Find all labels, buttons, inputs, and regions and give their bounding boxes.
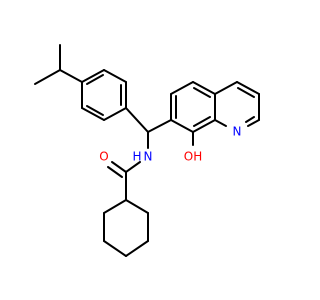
bond-phenyl-1 [81, 69, 105, 83]
bond-cyclohexyl-1 [125, 199, 149, 214]
bonds [34, 44, 260, 257]
amide-nitrogen-label: N [144, 150, 153, 164]
atom-labels: OH N N H O [99, 125, 241, 164]
bond-cyclohexyl-6 [103, 199, 127, 214]
bond-isopropyl-methyl-left [34, 69, 61, 85]
bond-cyclohexyl-4 [103, 240, 127, 257]
bond-phenyl-1-inner [86, 74, 104, 85]
amide-hydrogen-label: H [132, 150, 141, 164]
molecule-diagram: OH N N H O [34, 44, 260, 257]
bond-pyridine-d-inner [245, 116, 255, 123]
bond-quinoline-f [170, 119, 194, 133]
bond-cyclohexyl-3 [125, 240, 149, 257]
bond-phenyl-2 [103, 69, 127, 83]
bond-carbonyl-double-a [111, 161, 127, 173]
carbonyl-oxygen-label: O [99, 150, 108, 164]
bond-quinoline-e-inner [193, 116, 211, 127]
bond-center-to-quinoline [147, 119, 172, 133]
bond-pyridine-a [214, 81, 238, 95]
bond-phenyl-4 [103, 107, 127, 121]
bond-quinoline-b [170, 81, 194, 95]
bond-pyridine-e [214, 119, 227, 127]
bond-pyridine-b [236, 81, 260, 95]
bond-pyridine-b-inner [237, 87, 255, 98]
bond-carbonyl-double-b [107, 166, 123, 178]
bond-quinoline-e [192, 119, 216, 133]
bond-amide-n-to-carbonyl [125, 161, 141, 173]
bond-phenyl-5-inner [86, 105, 104, 116]
bond-phenyl-5 [81, 107, 105, 121]
bond-quinoline-c [192, 81, 216, 95]
bond-quinoline-c-inner [193, 87, 211, 98]
hydroxyl-label: OH [184, 150, 202, 164]
bond-pyridine-d [247, 119, 260, 127]
bond-isopropyl-to-ring [59, 69, 83, 83]
quinoline-nitrogen-label: N [233, 125, 242, 139]
bond-phenyl-to-center [125, 107, 149, 133]
